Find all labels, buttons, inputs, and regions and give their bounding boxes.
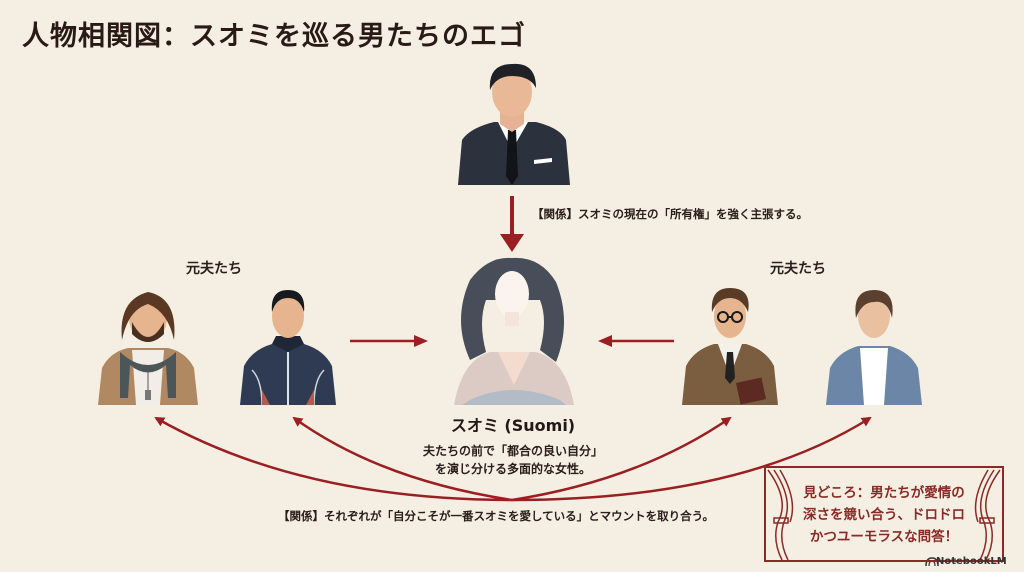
- suomi-figure: [454, 257, 574, 405]
- ex-husbands-left-label: 元夫たち: [186, 261, 242, 277]
- ex-husband-track-jacket-figure: [240, 290, 336, 406]
- suomi-name: スオミ (Suomi): [450, 416, 576, 435]
- highlight-line2: 深さを競い合う、ドロドロ: [803, 507, 965, 523]
- ex-husbands-right-label: 元夫たち: [770, 261, 826, 277]
- curved-arrows: [154, 416, 872, 502]
- current-husband-figure: [458, 63, 570, 185]
- brand-label: NotebookLM: [936, 556, 1007, 567]
- bottom-relation: 【関係】それぞれが「自分こそが一番スオミを愛している」とマウントを取り合う。: [278, 509, 714, 523]
- highlight-box: 見どころ：男たちが愛情の 深さを競い合う、ドロドロ かつユーモラスな問答！: [764, 466, 1004, 562]
- ex-husband-cardigan-figure: [826, 290, 922, 405]
- suomi-description: 夫たちの前で「都合の良い自分」 を演じ分ける多面的な女性。: [400, 442, 626, 478]
- ex-husband-bearded-figure: [98, 292, 198, 405]
- ex-husband-glasses-figure: [682, 288, 778, 405]
- highlight-text: 見どころ：男たちが愛情の 深さを競い合う、ドロドロ かつユーモラスな問答！: [796, 482, 972, 548]
- highlight-line3: かつユーモラスな問答！: [809, 529, 959, 545]
- current-husband-relation: 【関係】スオミの現在の「所有権」を強く主張する。: [532, 207, 808, 221]
- suomi-desc-line1: 夫たちの前で「都合の良い自分」: [422, 444, 603, 458]
- page-title: 人物相関図：スオミを巡る男たちのエゴ: [22, 21, 526, 52]
- highlight-line1: 見どころ：男たちが愛情の: [803, 485, 965, 501]
- curtain-icon: [767, 469, 1001, 561]
- suomi-desc-line2: を演じ分ける多面的な女性。: [434, 462, 591, 476]
